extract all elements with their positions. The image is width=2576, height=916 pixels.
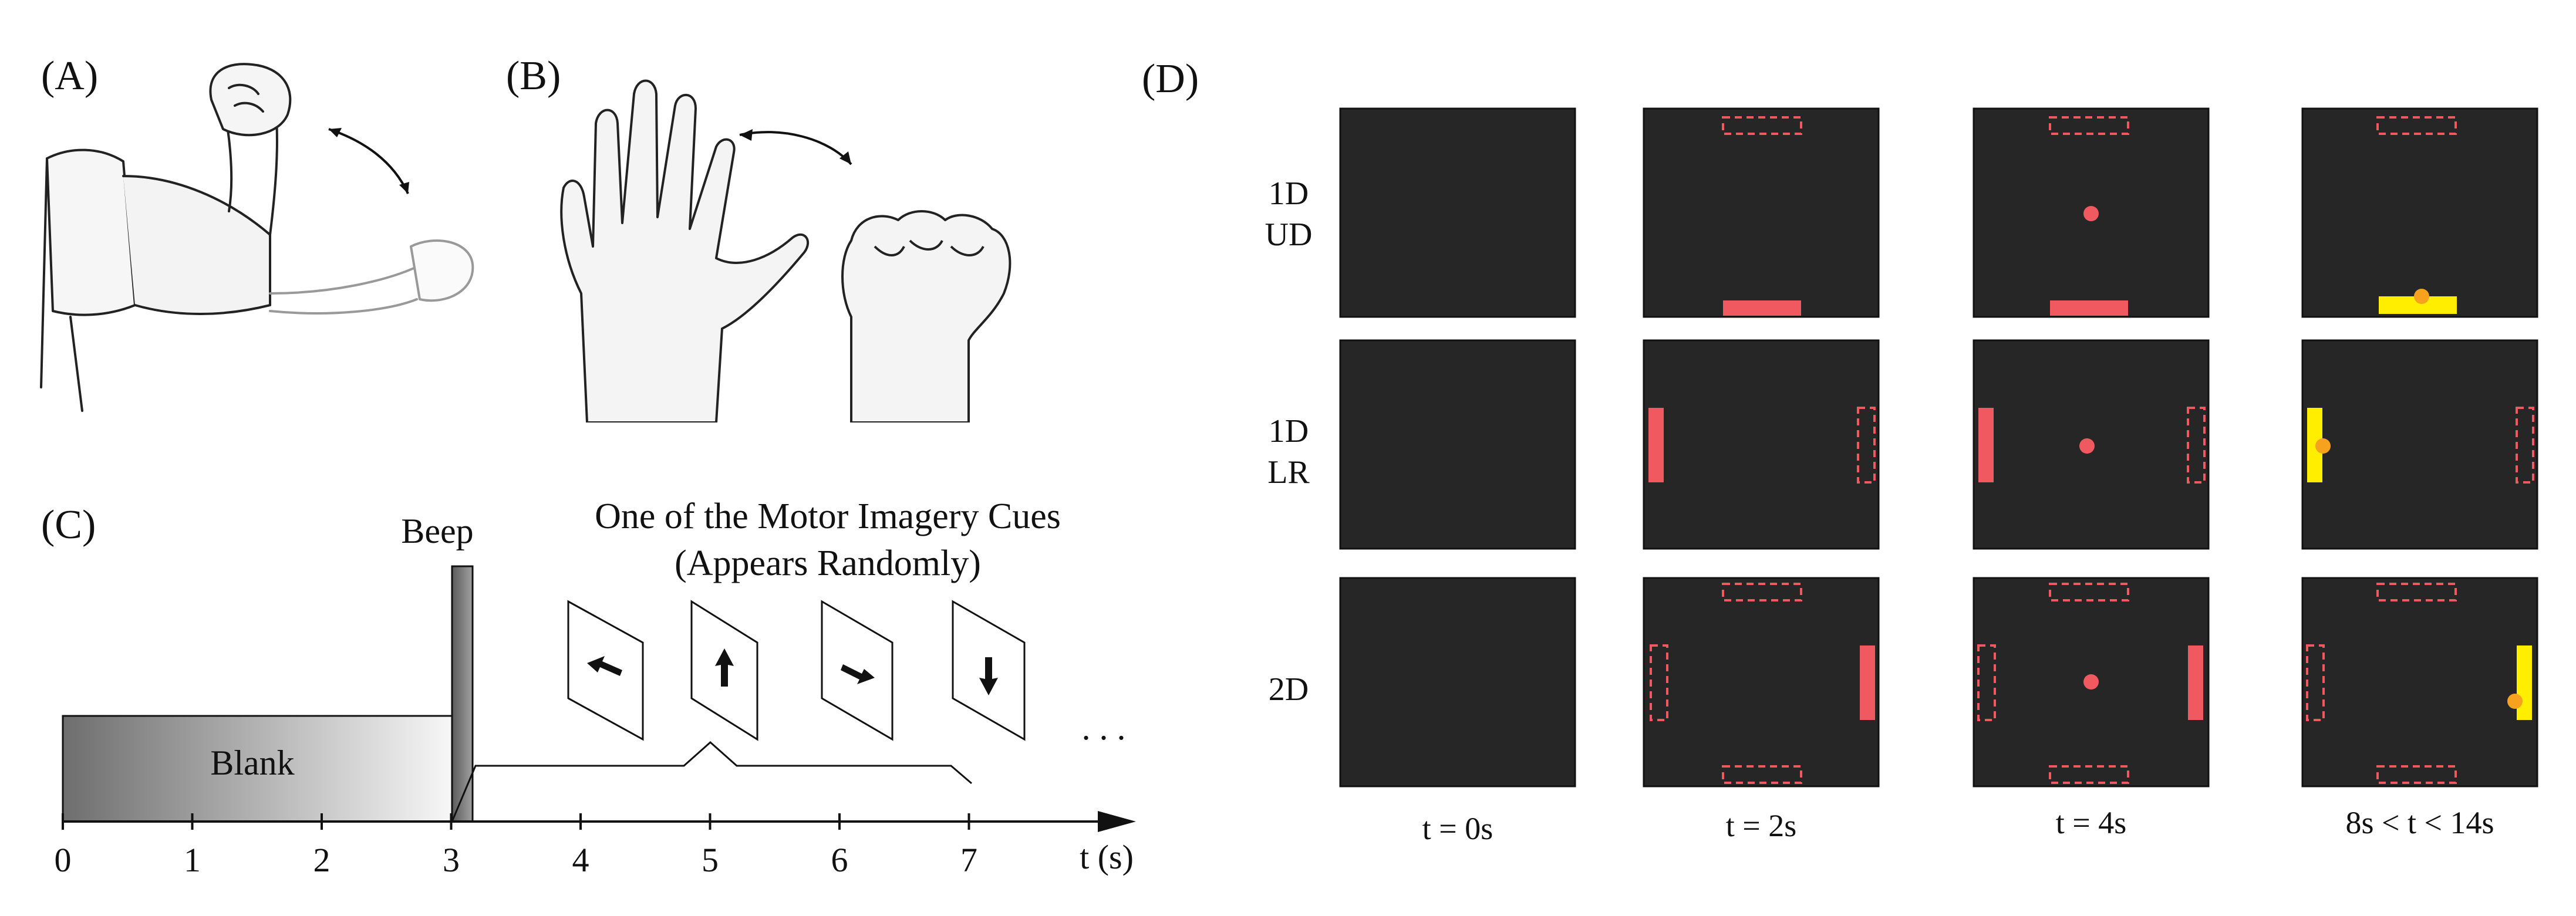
column-label-t8-14: 8s < t < 14s xyxy=(2346,805,2494,840)
blank-period-bar xyxy=(62,715,453,823)
column-label-t2: t = 2s xyxy=(1726,808,1796,843)
target-dashed-top xyxy=(2376,583,2457,601)
target-hit-right xyxy=(2517,645,2532,720)
beep-label: Beep xyxy=(401,512,473,550)
motion-arrow-a xyxy=(328,128,409,194)
panel-label-d: (D) xyxy=(1142,56,1199,102)
cue-window-trace xyxy=(451,741,972,822)
screen-2d-t2 xyxy=(1643,577,1880,787)
target-left xyxy=(1978,408,1994,482)
arrow-down-icon xyxy=(979,657,998,695)
target-dashed-right xyxy=(2516,407,2534,484)
target-bottom xyxy=(2050,300,2128,316)
cursor xyxy=(2414,289,2429,304)
panel-label-a: (A) xyxy=(41,53,99,99)
time-axis-arrowhead xyxy=(1098,811,1136,832)
target-dashed-bottom xyxy=(1722,765,1802,784)
motion-arrow-b xyxy=(739,131,852,165)
ellipsis: . . . xyxy=(1082,708,1126,747)
screen-grid: .scr { fill:#262626; stroke:#111; stroke… xyxy=(1339,107,2538,846)
target-right xyxy=(1860,645,1875,720)
target-dashed-top xyxy=(1722,583,1802,601)
arrow-right-icon xyxy=(841,664,875,684)
target-left xyxy=(1648,408,1664,482)
target-dashed-bottom xyxy=(2376,765,2457,784)
screen-ud-t8 xyxy=(2301,107,2538,318)
panel-label-b: (B) xyxy=(506,53,561,99)
cue-title-line2: (Appears Randomly) xyxy=(675,543,981,583)
time-tick-label: 5 xyxy=(702,841,719,879)
cursor xyxy=(2315,438,2331,454)
screen-lr-t2 xyxy=(1643,339,1880,550)
screen-ud-t2 xyxy=(1643,107,1880,318)
axis-label: t (s) xyxy=(1080,838,1134,876)
arrow-up-icon xyxy=(715,648,734,687)
target-dashed-right xyxy=(1857,407,1876,484)
cue-title-line1: One of the Motor Imagery Cues xyxy=(595,496,1061,536)
target-dashed-right xyxy=(2187,407,2206,484)
cursor xyxy=(2507,694,2523,709)
target-dashed-bottom xyxy=(2049,765,2129,784)
target-dashed-left xyxy=(2306,644,2325,721)
cue-card-left xyxy=(567,600,644,741)
target-dashed-top xyxy=(2376,116,2457,135)
target-right xyxy=(2188,645,2203,720)
screen-ud-t0 xyxy=(1339,107,1576,318)
target-dashed-top xyxy=(2049,116,2129,135)
target-dashed-left xyxy=(1650,644,1668,721)
beep-bar xyxy=(451,565,474,823)
screen-lr-t0 xyxy=(1339,339,1576,550)
hand-grasp-illustration xyxy=(560,79,1011,422)
cursor xyxy=(2083,206,2099,221)
cursor xyxy=(2079,438,2095,454)
column-label-t4: t = 4s xyxy=(2056,805,2126,840)
row-label-2d: 2D xyxy=(1268,671,1309,708)
time-axis-ticks: 0 1 2 3 4 5 6 7 xyxy=(55,813,977,879)
cursor xyxy=(2083,674,2099,689)
time-tick-label: 0 xyxy=(55,841,72,879)
screen-lr-t8 xyxy=(2301,339,2538,550)
column-label-t0: t = 0s xyxy=(1422,811,1493,846)
elbow-flexion-illustration xyxy=(40,63,474,412)
screen-2d-t8 xyxy=(2301,577,2538,787)
arrow-left-icon xyxy=(587,656,622,676)
time-tick-label: 6 xyxy=(831,841,848,879)
panel-label-c: (C) xyxy=(41,502,96,547)
time-tick-label: 7 xyxy=(960,841,977,879)
target-dashed-left xyxy=(1977,644,1996,721)
time-tick-label: 4 xyxy=(572,841,589,879)
target-dashed-top xyxy=(2049,583,2129,601)
blank-label: Blank xyxy=(210,743,294,782)
target-dashed-top xyxy=(1722,116,1802,135)
trial-timeline: Blank Beep One of the Motor Imagery Cues… xyxy=(55,496,1136,879)
time-tick-label: 2 xyxy=(313,841,331,879)
target-bottom xyxy=(1723,300,1801,316)
time-tick-label: 1 xyxy=(184,841,201,879)
cue-card-right xyxy=(821,600,893,741)
screen-2d-t0 xyxy=(1339,577,1576,787)
time-tick-label: 3 xyxy=(443,841,460,879)
